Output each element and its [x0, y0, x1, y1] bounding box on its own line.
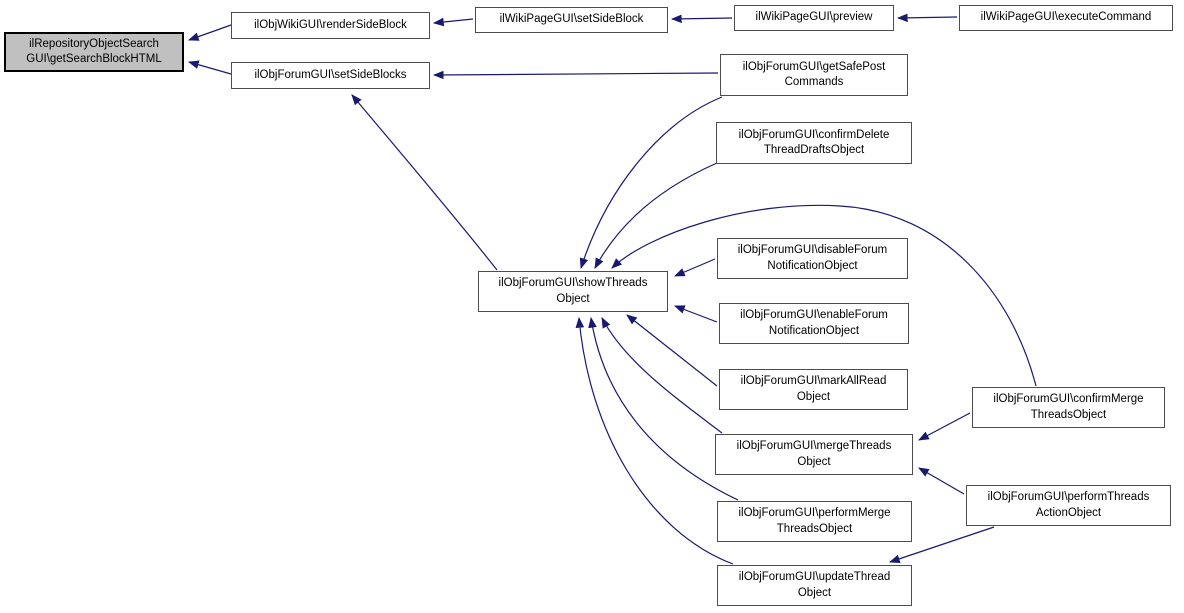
node-mergethreads[interactable]: ilObjForumGUI\mergeThreads Object [715, 434, 913, 475]
edge-preview-setsideblock [670, 14, 733, 24]
node-preview[interactable]: ilWikiPageGUI\preview [734, 5, 894, 31]
edge-setsideblocks-getsearchblockhtml [187, 60, 232, 75]
edge-confirmmerge-mergethreads [918, 412, 971, 441]
node-getsafepostcommands[interactable]: ilObjForumGUI\getSafePost Commands [720, 54, 908, 96]
node-markallread[interactable]: ilObjForumGUI\markAllRead Object [719, 369, 908, 410]
edge-showthreads-setsideblocks [351, 94, 498, 271]
edge-executecommand-preview [896, 13, 958, 23]
node-getsearchblockhtml: ilRepositoryObjectSearch GUI\getSearchBl… [4, 32, 184, 72]
edge-performaction-mergethreads [918, 467, 965, 495]
edge-rendersideblock-getsearchblockhtml [187, 24, 232, 41]
edge-enableforum-showthreads [673, 305, 718, 323]
node-setsideblock[interactable]: ilWikiPageGUI\setSideBlock [475, 7, 668, 33]
edge-performaction-updatethread [888, 526, 995, 563]
edge-getsafepost-setsideblocks [432, 70, 719, 80]
edge-setsideblock-rendersideblock [432, 17, 474, 27]
edge-updatethread-showthreads [575, 316, 734, 565]
node-performthreadsaction[interactable]: ilObjForumGUI\performThreads ActionObjec… [966, 485, 1171, 526]
edge-confirmdelete-showthreads [594, 162, 718, 269]
node-performmergethreads[interactable]: ilObjForumGUI\performMerge ThreadsObject [717, 501, 912, 542]
edge-disableforum-showthreads [674, 258, 716, 277]
edge-mergethreads-showthreads [601, 317, 723, 434]
edge-getsafepost-showthreads [579, 96, 723, 270]
edge-markallread-showthreads [626, 314, 718, 387]
node-confirmmergethreads[interactable]: ilObjForumGUI\confirmMerge ThreadsObject [972, 387, 1165, 428]
node-executecommand[interactable]: ilWikiPageGUI\executeCommand [959, 5, 1173, 31]
node-confirmdeletethreaddrafts[interactable]: ilObjForumGUI\confirmDelete ThreadDrafts… [716, 122, 912, 164]
node-showthreads[interactable]: ilObjForumGUI\showThreads Object [478, 271, 668, 312]
node-disableforumnotification[interactable]: ilObjForumGUI\disableForum NotificationO… [717, 238, 908, 279]
node-setsideblocks[interactable]: ilObjForumGUI\setSideBlocks [231, 62, 430, 89]
node-enableforumnotification[interactable]: ilObjForumGUI\enableForum NotificationOb… [719, 303, 909, 344]
node-rendersideblock[interactable]: ilObjWikiGUI\renderSideBlock [231, 12, 430, 39]
node-updatethread[interactable]: ilObjForumGUI\updateThread Object [717, 565, 912, 606]
edge-confirmmerge-showthreads [611, 204, 1037, 387]
edge-performmerge-showthreads [588, 316, 739, 501]
